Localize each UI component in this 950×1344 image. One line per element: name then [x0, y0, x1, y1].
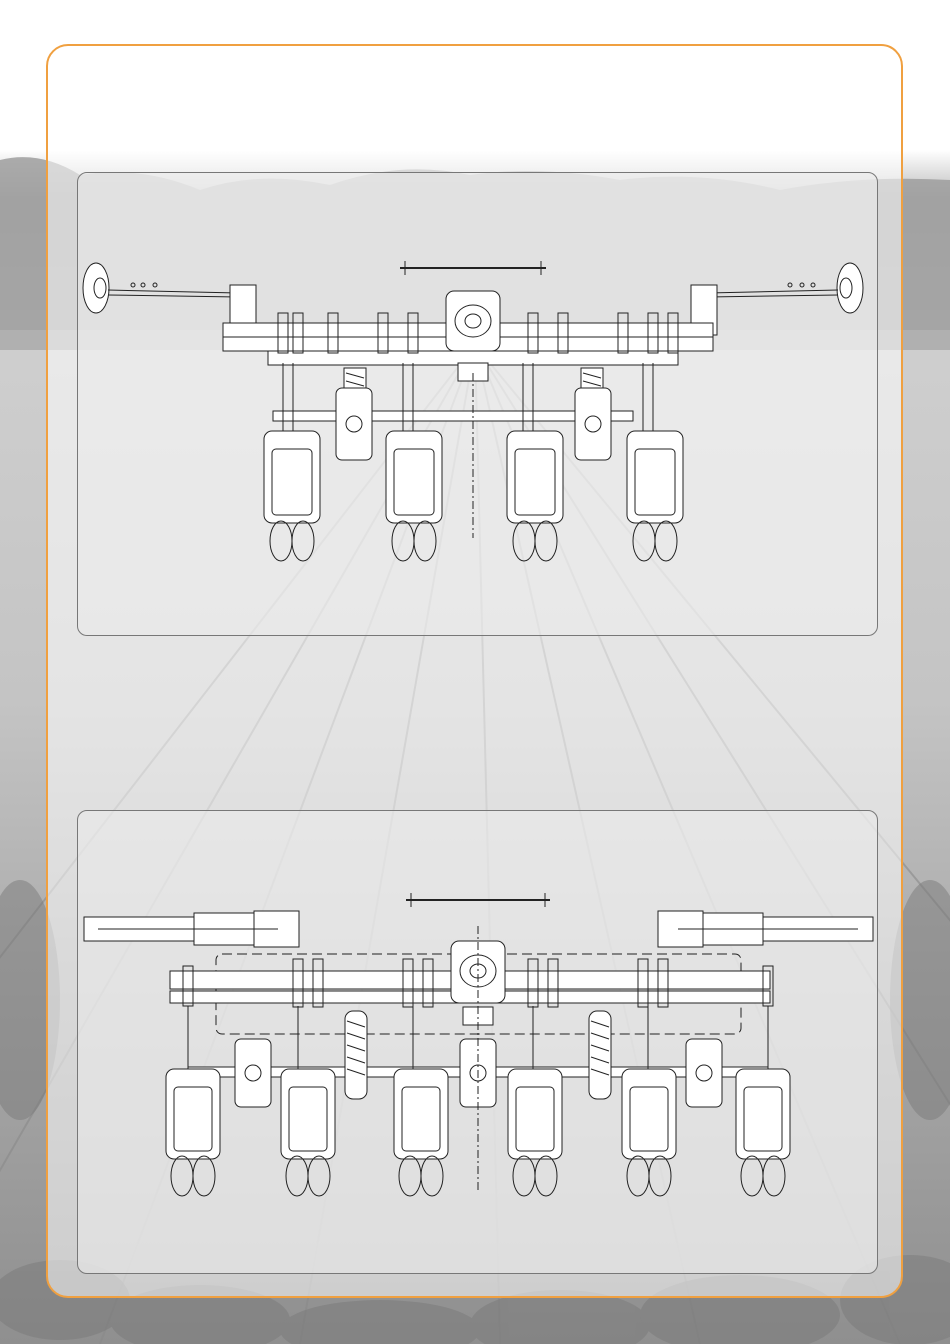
row-unit — [166, 1069, 220, 1196]
folding-wing-right — [658, 911, 873, 947]
row-unit — [386, 431, 442, 561]
guide-disc-left — [83, 263, 109, 313]
fertilizer-hopper — [686, 1039, 722, 1107]
outrigger-arm-right — [708, 290, 838, 293]
row-unit — [507, 431, 563, 561]
drawing-panel-bottom — [77, 810, 878, 1274]
fertilizer-hopper — [235, 1039, 271, 1107]
row-unit — [627, 431, 683, 561]
folding-wing-left — [84, 911, 299, 947]
row-unit — [394, 1069, 448, 1196]
central-gearbox — [446, 291, 500, 381]
row-unit — [264, 431, 320, 561]
drawing-panel-top — [77, 172, 878, 636]
outrigger-arm-left — [108, 290, 238, 293]
guide-disc-right — [837, 263, 863, 313]
row-unit — [281, 1069, 335, 1196]
four-row-machine-drawing — [78, 173, 878, 636]
fertilizer-hopper — [575, 388, 611, 460]
six-row-machine-drawing — [78, 811, 878, 1274]
fertilizer-hopper — [336, 388, 372, 460]
row-unit — [622, 1069, 676, 1196]
row-unit — [736, 1069, 790, 1196]
row-unit — [508, 1069, 562, 1196]
